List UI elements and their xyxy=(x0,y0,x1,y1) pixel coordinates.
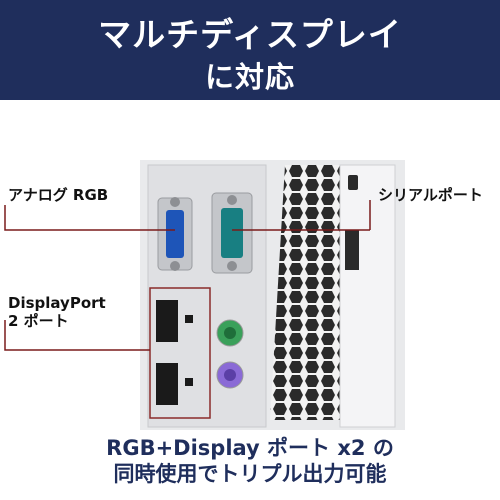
side-slot xyxy=(345,230,359,270)
title-banner: マルチディスプレイ に対応 xyxy=(0,0,500,100)
displayport-2 xyxy=(156,363,193,405)
title-line-2: に対応 xyxy=(204,60,295,94)
displayport-group-outline xyxy=(149,287,211,419)
label-displayport-count: 2 ポート xyxy=(8,312,69,330)
caption-line-1: RGB+Display ポート x2 の xyxy=(106,436,394,460)
ps2-keyboard-port xyxy=(216,361,244,389)
leader-lines xyxy=(4,200,371,351)
vga-port xyxy=(157,197,193,271)
lock-slot xyxy=(348,175,358,190)
label-displayport: DisplayPort xyxy=(8,294,106,312)
title-line-1: マルチディスプレイ xyxy=(98,15,402,54)
vent-grille xyxy=(270,165,340,420)
pc-rear-panel-photo xyxy=(4,160,405,430)
ps2-mouse-port xyxy=(216,319,244,347)
serial-port xyxy=(211,192,253,274)
caption-line-2: 同時使用でトリプル出力可能 xyxy=(113,462,387,486)
label-serial-port: シリアルポート xyxy=(378,186,483,204)
label-analog-rgb: アナログ RGB xyxy=(8,186,109,204)
displayport-1 xyxy=(156,300,193,342)
